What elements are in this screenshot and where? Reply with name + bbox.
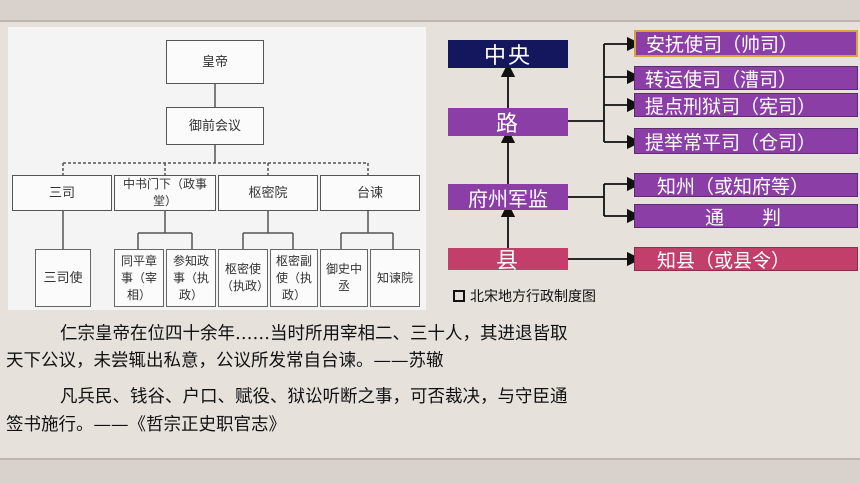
- quote-1-line-1: 仁宗皇帝在位四十余年……当时所用宰相二、三十人，其进退皆取: [60, 324, 568, 344]
- official-shumifushi: 枢密副使（执政）: [270, 249, 318, 307]
- official-tongpingzhangshi: 同平章事（宰相）: [114, 249, 164, 307]
- quote-2-line-2: 签书施行。——《哲宗正史职官志》: [6, 415, 286, 435]
- central-chart-connectors: [62, 84, 394, 249]
- council-box: 御前会议: [166, 107, 264, 145]
- emperor-box: 皇帝: [166, 40, 264, 84]
- dept-taijian: 台谏: [320, 175, 420, 211]
- office-zhuanyunshi: 转运使司（漕司）: [634, 66, 858, 91]
- office-zhizhou: 知州（或知府等）: [634, 173, 858, 198]
- quote-1-line-2: 天下公议，未尝辄出私意，公议所发常自台谏。——苏辙: [6, 351, 444, 371]
- dept-zhongshu: 中书门下（政事堂）: [114, 175, 216, 211]
- level-xian: 县: [448, 248, 568, 274]
- official-sansishi: 三司使: [35, 249, 91, 307]
- central-govt-chart: 皇帝 御前会议 三司 中书门下（政事堂） 枢密院 台谏 三司使 同平章事（宰相）…: [8, 27, 426, 310]
- square-bullet-icon: [453, 290, 465, 302]
- local-chart-caption: 北宋地方行政制度图: [453, 286, 596, 306]
- office-tijuchangping: 提举常平司（仓司）: [634, 128, 858, 154]
- level-lu: 路: [448, 108, 568, 137]
- bottom-divider: [0, 458, 860, 460]
- top-band: [0, 0, 860, 22]
- level-central: 中央: [448, 40, 568, 69]
- official-shumishi: 枢密使（执政）: [218, 249, 269, 307]
- quote-2-line-1: 凡兵民、钱谷、户口、赋役、狱讼听断之事，可否裁决，与守臣通: [60, 387, 568, 407]
- caption-text: 北宋地方行政制度图: [470, 289, 596, 305]
- official-yushizhongcheng: 御史中丞: [320, 249, 368, 307]
- dept-sansi: 三司: [12, 175, 112, 211]
- office-zhixian: 知县（或县令）: [634, 247, 858, 272]
- dept-shumi: 枢密院: [218, 175, 318, 211]
- top-divider: [0, 20, 860, 22]
- level-fuzhou: 府州军监: [448, 184, 568, 211]
- office-anfushi: 安抚使司（帅司）: [634, 30, 858, 57]
- official-canzhizhengshi: 参知政事（执政）: [166, 249, 216, 307]
- office-tidianxingyu: 提点刑狱司（宪司）: [634, 93, 858, 118]
- official-zhijianyuan: 知谏院: [370, 249, 420, 307]
- bottom-band: [0, 458, 860, 484]
- office-tongpan: 通 判: [634, 204, 858, 229]
